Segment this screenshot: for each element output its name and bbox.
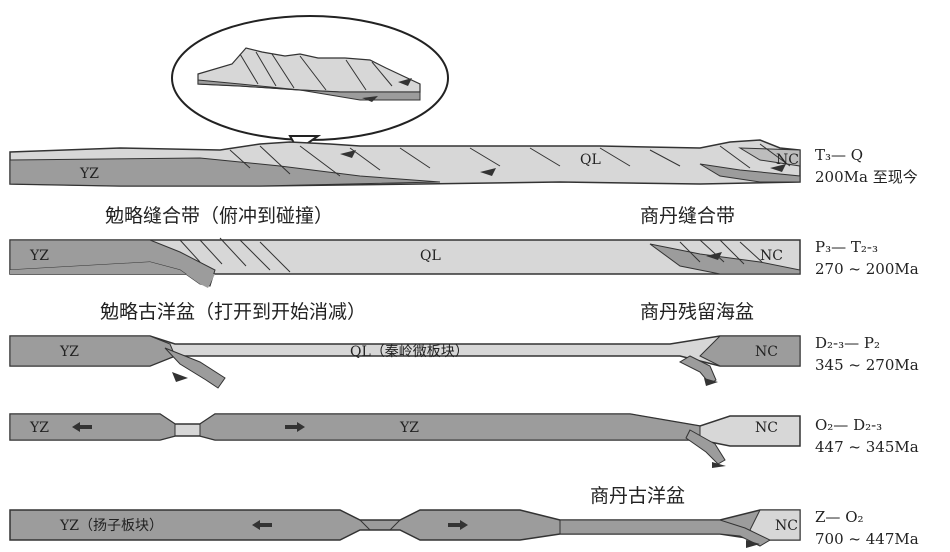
stage2-right-title: 商丹缝合带 xyxy=(640,205,735,227)
stage2-ql-label: QL xyxy=(420,248,441,264)
stage1-ql-label: QL xyxy=(580,152,601,168)
stage3-yz-label: YZ xyxy=(59,344,79,360)
stage2-period-label: P₃— T₂-₃ xyxy=(815,238,878,256)
stage4-period-label: O₂— D₂-₃ xyxy=(815,416,882,434)
stage5-ocean-title: 商丹古洋盆 xyxy=(590,485,685,507)
stage5-yz-label: YZ（扬子板块） xyxy=(59,518,163,534)
stage1-period-label: T₃— Q xyxy=(815,146,863,164)
stage2-yz-label: YZ xyxy=(29,248,49,264)
stage3-nc-label: NC xyxy=(755,344,778,360)
stage3-age-label: 345 ~ 270Ma xyxy=(815,356,919,374)
stage5-period-label: Z— O₂ xyxy=(815,508,864,526)
stage5-age-label: 700 ~ 447Ma xyxy=(815,530,919,548)
stage3-ql-label: QL（秦岭微板块） xyxy=(350,344,469,360)
stage1-nc-label: NC xyxy=(776,152,799,168)
stage4-yz-left-label: YZ xyxy=(29,420,49,436)
stage4-yz-mid-label: YZ xyxy=(399,420,419,436)
stage3-period-label: D₂-₃— P₂ xyxy=(815,334,880,352)
stage2-nc-label: NC xyxy=(760,248,783,264)
stage-1-section: YZ QL NC T₃— Q 200Ma 至现今 xyxy=(9,15,918,187)
stage-2-section: 勉略缝合带（俯冲到碰撞） 商丹缝合带 YZ QL NC P₃— T₂-₃ 270… xyxy=(9,205,919,288)
stage3-left-title: 勉略古洋盆（打开到开始消减） xyxy=(100,301,366,323)
stage-5-section: 商丹古洋盆 YZ（扬子板块） NC Z— O₂ 700 ~ 447Ma xyxy=(9,485,919,548)
stage4-nc-label: NC xyxy=(755,420,778,436)
stage5-nc-label: NC xyxy=(775,518,798,534)
zoom-bubble xyxy=(171,15,449,152)
stage2-left-title: 勉略缝合带（俯冲到碰撞） xyxy=(105,205,333,227)
stage-3-section: 勉略古洋盆（打开到开始消减） 商丹残留海盆 YZ QL（秦岭微板块） NC D₂… xyxy=(9,301,919,389)
stage1-yz-label: YZ xyxy=(79,166,99,182)
stage2-age-label: 270 ~ 200Ma xyxy=(815,260,919,278)
stage-4-section: YZ YZ NC O₂— D₂-₃ 447 ~ 345Ma xyxy=(9,413,919,468)
stage4-age-label: 447 ~ 345Ma xyxy=(815,438,919,456)
stage1-age-label: 200Ma 至现今 xyxy=(815,168,918,186)
stage3-right-title: 商丹残留海盆 xyxy=(640,301,754,323)
